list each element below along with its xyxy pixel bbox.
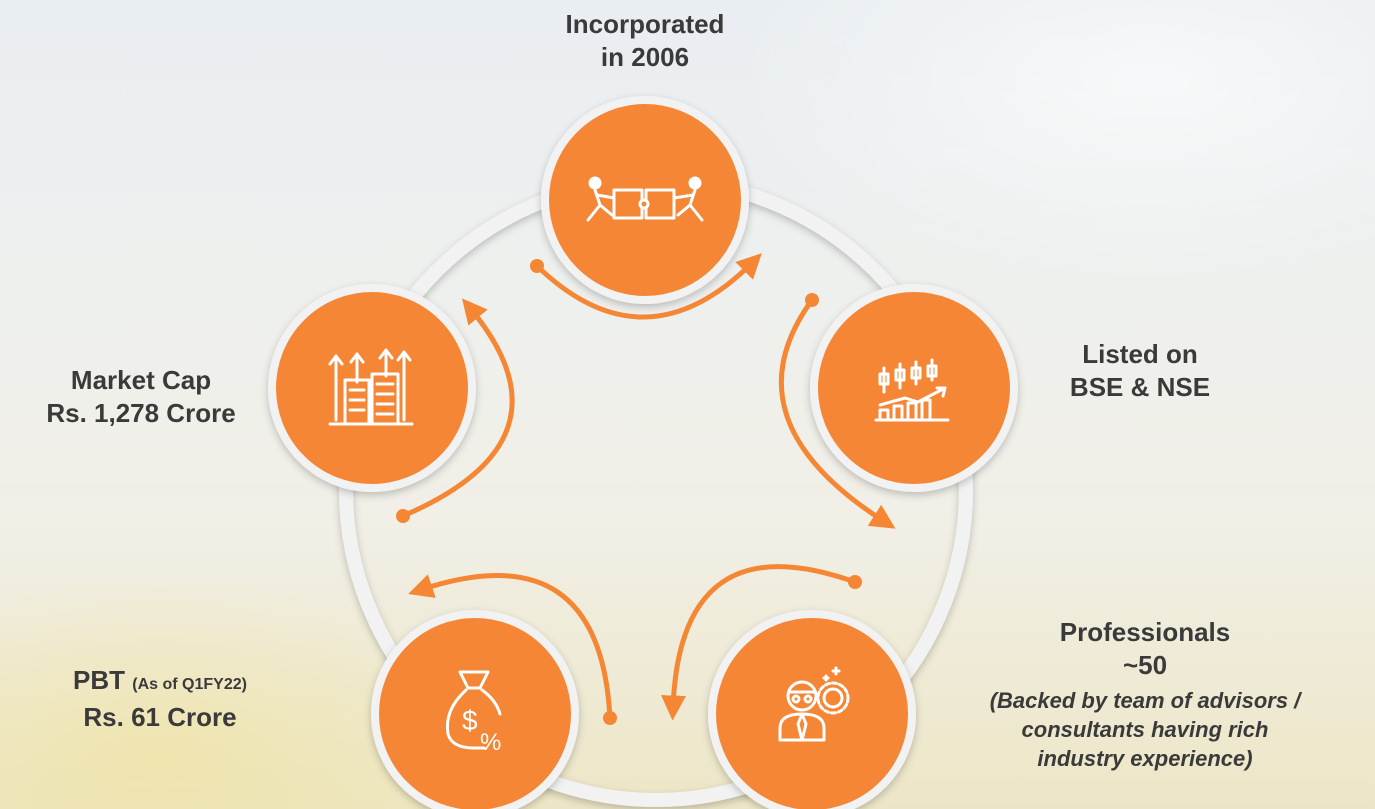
label-incorporated-line2: in 2006 — [600, 42, 690, 72]
node-market-cap — [268, 284, 476, 492]
stock-candlestick-chart-icon — [874, 358, 950, 422]
label-professionals-note-line1: (Backed by team of advisors / — [989, 688, 1301, 713]
label-market-cap: Market Cap Rs. 1,278 Crore — [0, 364, 282, 430]
label-listed: Listed on BSE & NSE — [1040, 338, 1240, 404]
label-professionals-note: (Backed by team of advisors / consultant… — [935, 686, 1355, 773]
arrow-top-dot — [530, 259, 544, 273]
money-bag-percent-icon: $ % — [445, 670, 502, 756]
label-incorporated-line1: Incorporated — [565, 9, 725, 39]
arrow-right-dot — [805, 293, 819, 307]
svg-text:%: % — [480, 729, 501, 756]
label-professionals-note-line3: industry experience) — [1037, 746, 1253, 771]
node-pbt: $ % — [371, 610, 579, 809]
puzzle-teamwork-icon — [586, 176, 704, 222]
label-pbt: PBT (As of Q1FY22) Rs. 61 Crore — [10, 664, 310, 734]
node-professionals — [708, 610, 916, 809]
arrow-left — [400, 298, 515, 519]
label-professionals-line1: Professionals — [1059, 617, 1231, 647]
arrow-right — [778, 297, 896, 529]
node-incorporated — [541, 96, 749, 304]
arrow-left-dot — [396, 509, 410, 523]
label-listed-line2: BSE & NSE — [1069, 372, 1211, 402]
label-market-cap-line1: Market Cap — [70, 365, 212, 395]
arrow-bottom-right — [660, 564, 858, 721]
label-pbt-line1: PBT (As of Q1FY22) — [10, 664, 310, 701]
arrow-bottom-left-dot — [603, 711, 617, 725]
cycle-arrows — [396, 253, 896, 725]
label-pbt-title: PBT — [73, 665, 126, 695]
label-professionals-line2: ~50 — [1122, 650, 1168, 680]
label-incorporated: Incorporated in 2006 — [505, 8, 785, 74]
label-professionals-note-line2: consultants having rich — [1021, 717, 1269, 742]
professional-award-icon — [778, 666, 850, 742]
label-market-cap-line2: Rs. 1,278 Crore — [46, 398, 236, 428]
label-pbt-note: (As of Q1FY22) — [132, 676, 247, 693]
label-professionals: Professionals ~50 (Backed by team of adv… — [935, 616, 1355, 773]
arrow-bottom-left — [408, 573, 613, 721]
node-listed — [810, 284, 1018, 492]
svg-text:$: $ — [462, 705, 478, 736]
label-pbt-line2: Rs. 61 Crore — [83, 702, 237, 732]
arrow-bottom-right-dot — [848, 575, 862, 589]
label-listed-line1: Listed on — [1082, 339, 1198, 369]
arrow-top — [534, 253, 762, 320]
buildings-growth-icon — [328, 348, 414, 426]
